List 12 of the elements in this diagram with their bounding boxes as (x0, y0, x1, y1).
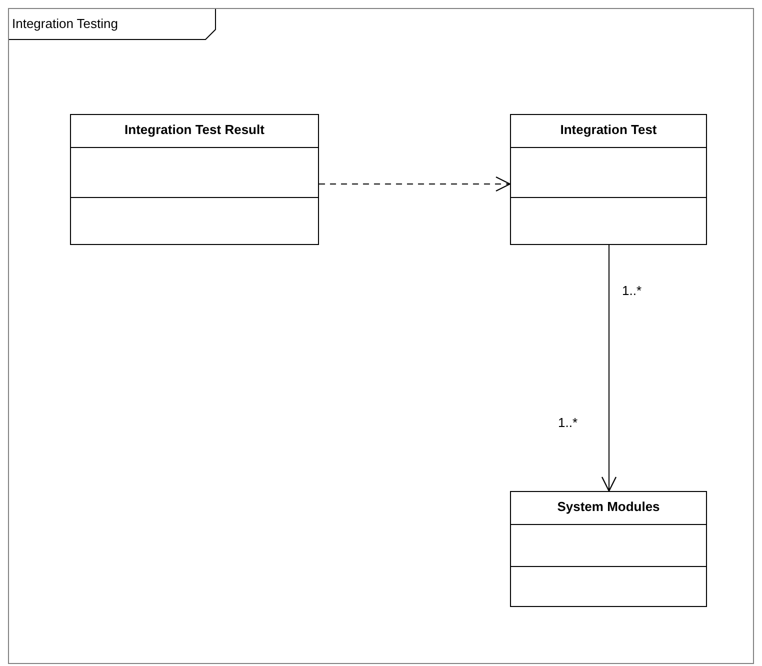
dependency-arrow (318, 176, 511, 192)
class-box (510, 491, 707, 607)
class-name: Integration Test Result (71, 115, 318, 148)
class-name: Integration Test (511, 115, 706, 148)
class-box (510, 114, 707, 245)
multiplicity-label: 1..* (558, 415, 578, 430)
frame-title: Integration Testing (12, 16, 118, 31)
multiplicity-label: 1..* (622, 283, 642, 298)
association-arrow (601, 244, 617, 492)
frame-border (8, 8, 754, 664)
class-name: System Modules (511, 492, 706, 525)
class-box (70, 114, 319, 245)
